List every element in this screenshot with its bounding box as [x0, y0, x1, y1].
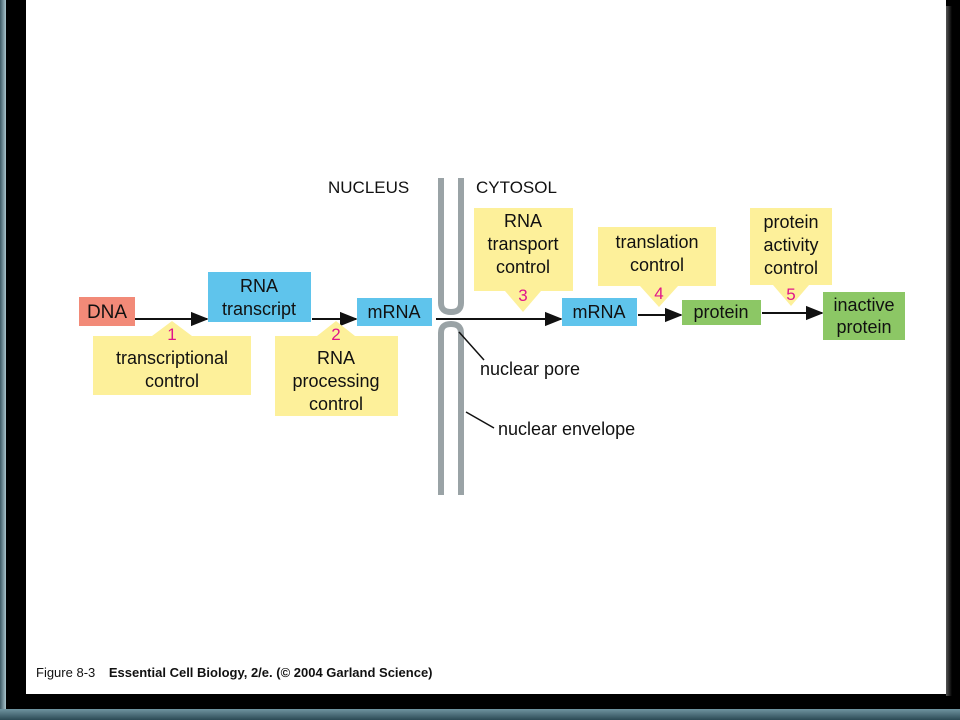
- control-5-line-2: activity: [763, 235, 818, 255]
- cytosol-label: CYTOSOL: [476, 178, 557, 197]
- control-3-line-2: transport: [487, 234, 558, 254]
- figure-caption: Figure 8-3 Essential Cell Biology, 2/e. …: [36, 665, 433, 680]
- protein-label: protein: [693, 302, 748, 322]
- dna-box: DNA: [79, 297, 135, 326]
- control-2-line-2: processing: [292, 371, 379, 391]
- control-callout-2: 2 RNA processing control: [275, 321, 398, 416]
- rna-transcript-label-2: transcript: [222, 299, 296, 319]
- control-3-line-1: RNA: [504, 211, 542, 231]
- control-4-line-2: control: [630, 255, 684, 275]
- nuclear-pore-annotation: nuclear pore: [458, 331, 580, 379]
- mrna-nucleus-label: mRNA: [368, 302, 421, 322]
- control-5-line-1: protein: [763, 212, 818, 232]
- dna-label: DNA: [87, 302, 127, 323]
- control-5-line-3: control: [764, 258, 818, 278]
- mrna-cytosol-label: mRNA: [573, 302, 626, 322]
- control-1-line-2: control: [145, 371, 199, 391]
- nuclear-envelope: [438, 178, 464, 495]
- control-callout-4: translation control 4: [598, 227, 716, 307]
- mrna-nucleus-box: mRNA: [357, 298, 432, 326]
- inactive-protein-box: inactive protein: [823, 292, 905, 340]
- control-number-4: 4: [654, 284, 663, 303]
- figure-source: Essential Cell Biology, 2/e. (© 2004 Gar…: [108, 665, 433, 680]
- nuclear-envelope-label: nuclear envelope: [498, 419, 635, 439]
- rna-transcript-box: RNA transcript: [208, 272, 311, 322]
- rna-transcript-label-1: RNA: [240, 276, 278, 296]
- frame-bottom-edge: [0, 709, 960, 720]
- control-number-1: 1: [167, 325, 176, 344]
- control-number-3: 3: [518, 286, 527, 305]
- frame-left-edge: [0, 0, 6, 720]
- nuclear-pore-label: nuclear pore: [480, 359, 580, 379]
- nuclear-envelope-annotation: nuclear envelope: [465, 411, 635, 439]
- nucleus-label: NUCLEUS: [328, 178, 409, 197]
- control-3-line-3: control: [496, 257, 550, 277]
- control-2-line-1: RNA: [317, 348, 355, 368]
- control-callout-3: RNA transport control 3: [474, 208, 573, 312]
- protein-box: protein: [682, 300, 761, 325]
- inactive-protein-label-1: inactive: [833, 295, 894, 315]
- control-callout-1: 1 transcriptional control: [93, 321, 251, 395]
- inactive-protein-label-2: protein: [836, 317, 891, 337]
- figure-number: Figure 8-3: [36, 665, 96, 680]
- control-1-line-1: transcriptional: [116, 348, 228, 368]
- control-number-5: 5: [786, 285, 795, 304]
- control-4-line-1: translation: [615, 232, 698, 252]
- mrna-cytosol-box: mRNA: [562, 298, 637, 326]
- control-2-line-3: control: [309, 394, 363, 414]
- control-number-2: 2: [331, 325, 340, 344]
- control-callout-5: protein activity control 5: [750, 208, 832, 306]
- slide-shadow: [946, 6, 952, 696]
- flow-arrows: [134, 305, 824, 327]
